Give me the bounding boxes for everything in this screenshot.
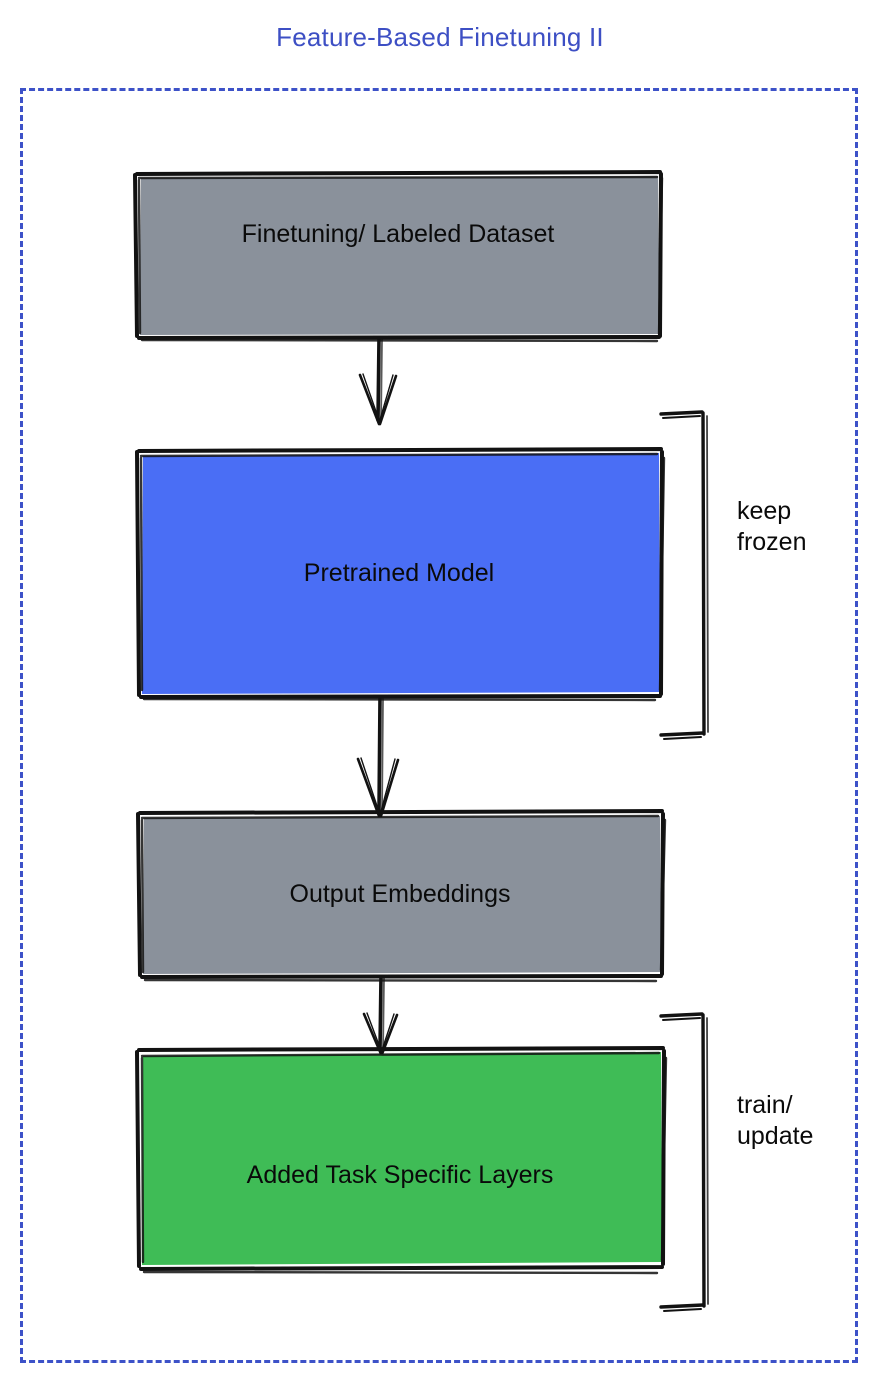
node-model-label: Pretrained Model	[303, 559, 495, 587]
node-embeddings-label: Output Embeddings	[289, 880, 511, 908]
bracket-train-update	[659, 1012, 709, 1312]
bracket-label-keep-frozen: keep frozen	[737, 497, 807, 557]
page-title: Feature-Based Finetuning II	[276, 22, 604, 52]
node-model[interactable]: Pretrained Model	[137, 450, 661, 698]
edge-model-to-embeddings	[356, 696, 400, 818]
edge-dataset-to-model	[358, 337, 398, 426]
diagram-frame	[20, 88, 858, 1363]
edge-embeddings-to-layers	[362, 975, 399, 1056]
node-model-shape	[135, 447, 666, 702]
node-layers-shape	[135, 1046, 668, 1275]
node-layers[interactable]: Added Task Specific Layers	[137, 1049, 663, 1267]
bracket-keep-frozen	[659, 410, 709, 740]
node-dataset-label: Finetuning/ Labeled Dataset	[241, 220, 555, 248]
node-dataset-shape	[133, 170, 664, 343]
node-dataset[interactable]: Finetuning/ Labeled Dataset	[135, 172, 661, 338]
node-layers-label: Added Task Specific Layers	[246, 1161, 554, 1189]
node-embeddings-shape	[136, 809, 667, 983]
node-embeddings[interactable]: Output Embeddings	[138, 812, 662, 976]
bracket-label-train-update: train/ update	[737, 1091, 814, 1151]
